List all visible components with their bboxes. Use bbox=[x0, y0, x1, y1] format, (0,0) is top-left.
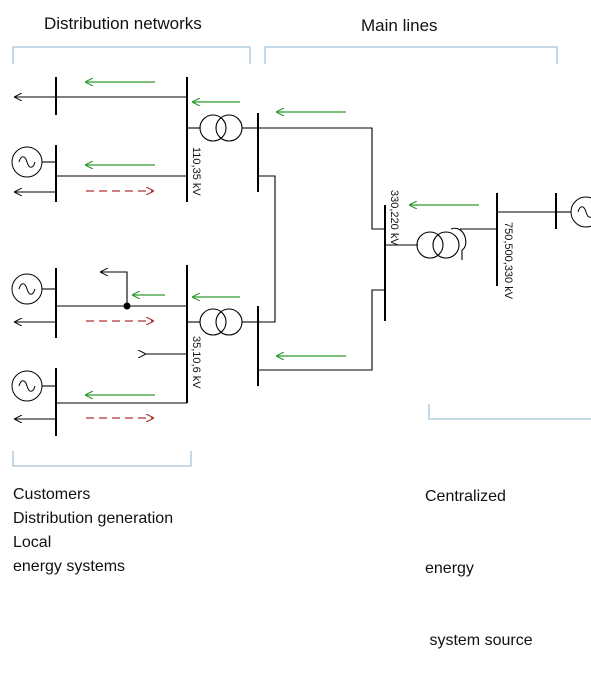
reverse-flow-arrows bbox=[86, 191, 153, 418]
network-wiring bbox=[15, 77, 571, 436]
caption-line: Local bbox=[13, 534, 52, 551]
generator-icon bbox=[11, 146, 43, 178]
transformer-icon bbox=[416, 231, 460, 259]
generator-icon bbox=[570, 196, 591, 228]
main-lines-bracket bbox=[264, 46, 558, 64]
distribution-networks-header: Distribution networks bbox=[44, 14, 202, 33]
caption-line: Distribution generation bbox=[13, 510, 174, 527]
caption-line: energy systems bbox=[13, 558, 126, 575]
customers-bracket bbox=[12, 451, 192, 467]
caption-line: energy bbox=[425, 560, 474, 577]
power-system-diagram bbox=[11, 46, 591, 467]
voltage-label-330: 330,220 kV bbox=[388, 190, 400, 246]
customers-caption: Customers Distribution generation Local … bbox=[13, 483, 173, 579]
junction-node bbox=[123, 302, 131, 310]
distribution-networks-bracket bbox=[12, 46, 251, 64]
transformer-icon bbox=[199, 308, 243, 336]
centralized-source-bracket bbox=[428, 404, 591, 420]
centralized-source-caption: Centralized energy system source bbox=[425, 437, 533, 677]
power-flow-arrows bbox=[86, 82, 479, 395]
main-lines-header: Main lines bbox=[361, 16, 438, 35]
voltage-label-110: 110,35 kV bbox=[190, 147, 202, 196]
caption-line: Customers bbox=[13, 486, 91, 503]
voltage-label-750: 750,500,330 kV bbox=[502, 222, 514, 300]
generator-icon bbox=[11, 273, 43, 305]
generator-icon bbox=[11, 370, 43, 402]
voltage-label-35: 35,10,6 kV bbox=[190, 336, 202, 389]
caption-line: system source bbox=[425, 632, 533, 649]
transformer-icon bbox=[199, 114, 243, 142]
caption-line: Centralized bbox=[425, 488, 506, 505]
